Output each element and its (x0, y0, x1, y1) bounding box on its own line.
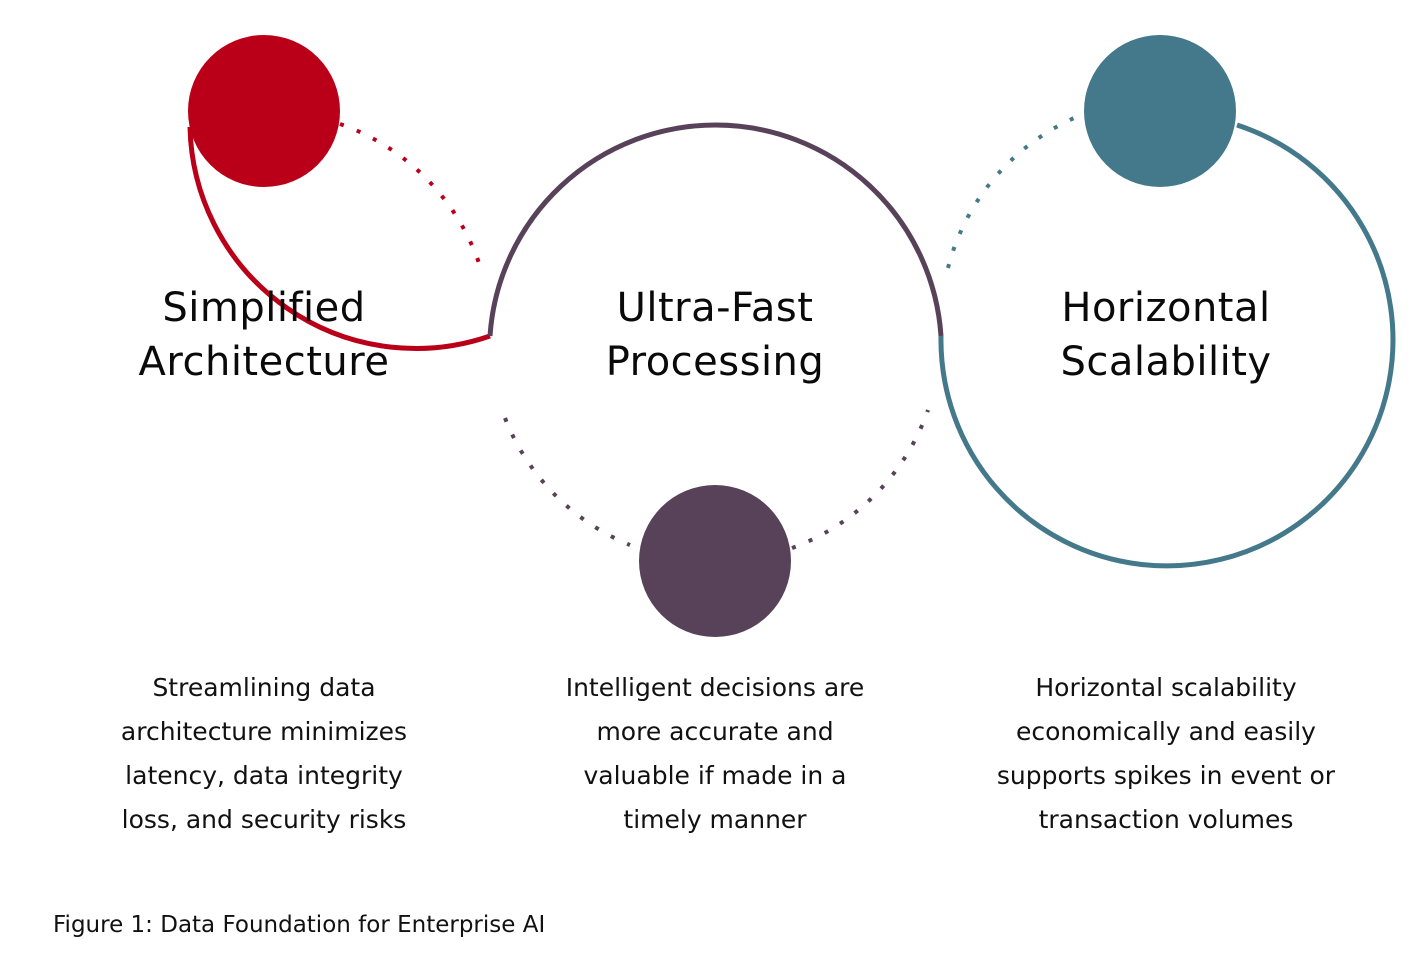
purple-circle-solid-arc (487, 122, 944, 337)
title-line: Ultra-Fast (616, 285, 814, 331)
description-line: timely manner (623, 805, 807, 834)
red-circle-solid-arc (187, 126, 491, 351)
description-line: supports spikes in event or (996, 761, 1336, 790)
title-line: Horizontal (1061, 285, 1271, 331)
description-line: economically and easily (1016, 717, 1316, 746)
pillar-title-ultra-fast-processing: Ultra-Fast Processing (515, 281, 915, 389)
figure-caption: Figure 1: Data Foundation for Enterprise… (53, 912, 546, 938)
description-line: transaction volumes (1038, 805, 1294, 834)
description-line: Intelligent decisions are (565, 673, 865, 702)
title-line: Processing (605, 339, 825, 385)
description-line: more accurate and (596, 717, 834, 746)
title-line: Architecture (138, 339, 390, 385)
teal-dot (1084, 35, 1236, 187)
title-line: Simplified (162, 285, 366, 331)
description-line: loss, and security risks (121, 805, 407, 834)
purple-dot (639, 485, 791, 637)
red-dot (188, 35, 340, 187)
description-line: Streamlining data (152, 673, 376, 702)
teal-circle-solid-arc (938, 122, 1396, 569)
pillar-title-horizontal-scalability: Horizontal Scalability (966, 281, 1366, 389)
purple-circle-dotted-arc-right (791, 409, 930, 550)
purple-circle-dotted-arc-left (503, 417, 631, 547)
description-line: Horizontal scalability (1035, 673, 1297, 702)
title-line: Scalability (1060, 339, 1272, 385)
pillar-description-ultra-fast-processing: Intelligent decisions are more accurate … (525, 666, 905, 842)
teal-circle-dotted-arc (946, 116, 1075, 269)
pillar-description-simplified-architecture: Streamlining data architecture minimizes… (74, 666, 454, 842)
pillar-description-horizontal-scalability: Horizontal scalability economically and … (976, 666, 1356, 842)
description-line: valuable if made in a (583, 761, 847, 790)
red-circle-dotted-arc (339, 122, 482, 267)
description-line: latency, data integrity (125, 761, 403, 790)
description-line: architecture minimizes (120, 717, 408, 746)
pillar-title-simplified-architecture: Simplified Architecture (64, 281, 464, 389)
